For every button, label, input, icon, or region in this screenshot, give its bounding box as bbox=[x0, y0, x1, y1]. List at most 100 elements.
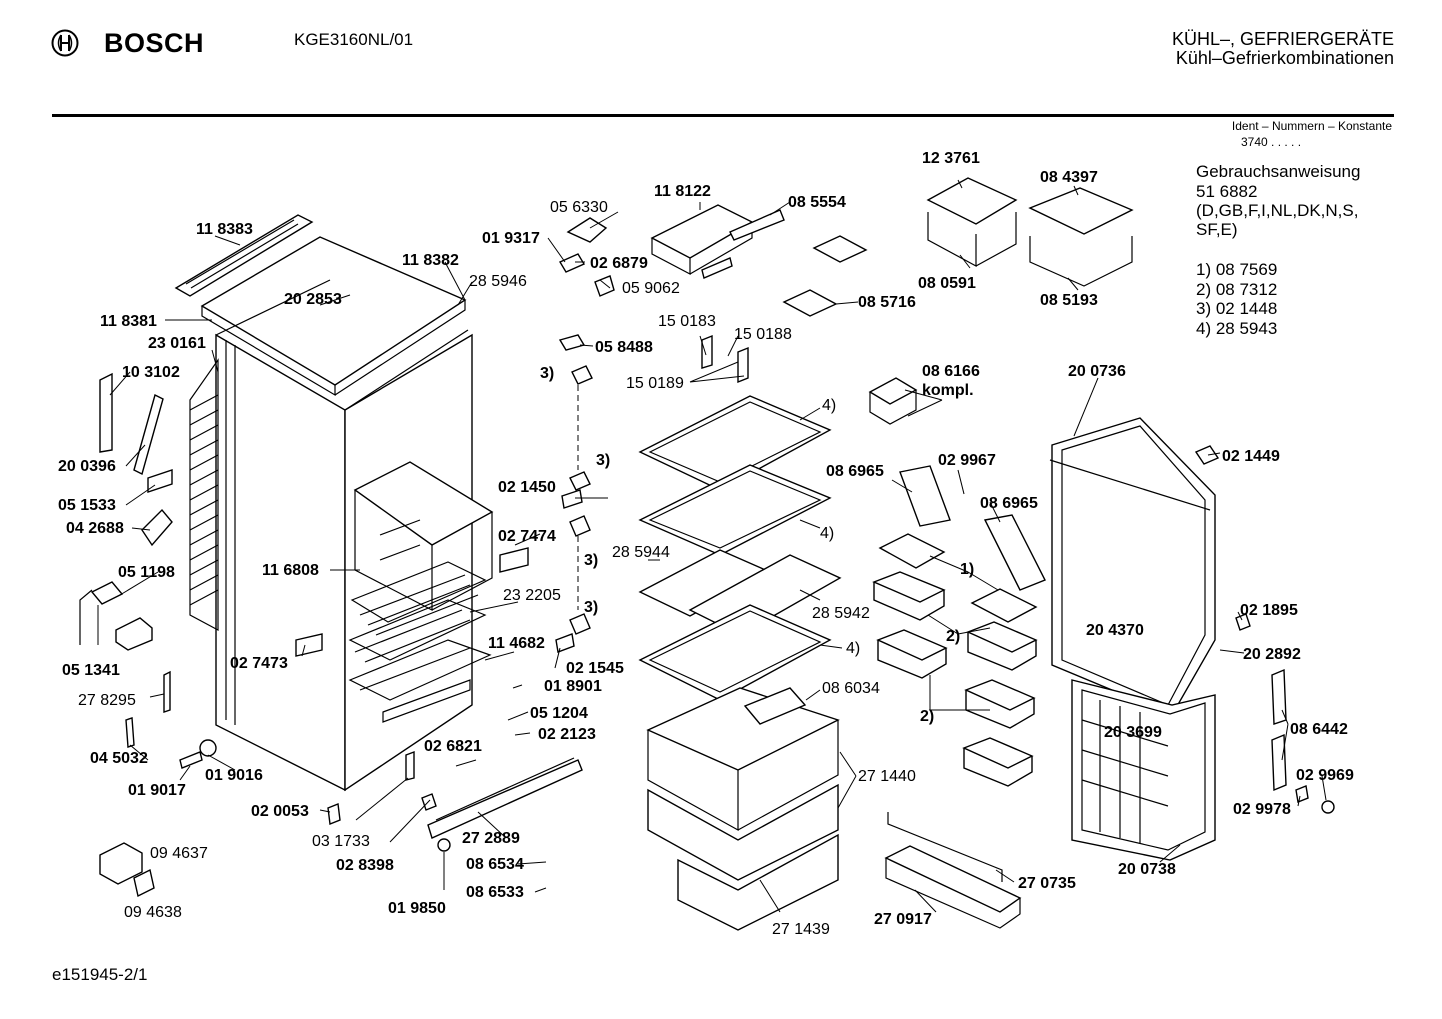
part-label: 11 8382 bbox=[402, 252, 459, 269]
connector-094637 bbox=[99, 842, 143, 885]
category-subtitle: Kühl–Gefrierkombinationen bbox=[1175, 48, 1394, 68]
drawing-reference: e151945-2/1 bbox=[52, 965, 148, 984]
top-parts-group bbox=[558, 204, 868, 317]
bracket-200396 bbox=[133, 393, 164, 476]
part-label: 09 4637 bbox=[150, 845, 208, 862]
manual-title: Gebrauchsanweisung bbox=[1196, 162, 1361, 181]
part-label: 05 6330 bbox=[550, 199, 608, 216]
part-label: 05 9062 bbox=[622, 280, 680, 297]
part-label: 02 2123 bbox=[538, 726, 596, 743]
note-4: 4) 28 5943 bbox=[1196, 319, 1278, 338]
drawer-middle bbox=[647, 783, 839, 881]
door-group bbox=[868, 177, 1335, 929]
top-rail bbox=[174, 214, 314, 297]
condenser-coil bbox=[189, 358, 219, 632]
part-label: 28 5944 bbox=[612, 544, 670, 561]
part-label: 27 0917 bbox=[874, 911, 932, 928]
part-label: 12 3761 bbox=[922, 150, 980, 167]
part-label: 10 3102 bbox=[122, 364, 180, 381]
part-label: 08 6533 bbox=[466, 884, 524, 901]
leader-lines bbox=[97, 179, 1327, 913]
note-2: 2) 08 7312 bbox=[1196, 280, 1278, 299]
part-label: 23 2205 bbox=[503, 587, 561, 604]
glass-shelf-4 bbox=[638, 604, 832, 701]
shelves-group bbox=[555, 334, 842, 931]
part-label: 1) bbox=[960, 561, 974, 578]
part-label: 02 8398 bbox=[336, 857, 394, 874]
relay-051198 bbox=[90, 581, 124, 605]
part-label: 3) bbox=[584, 599, 598, 616]
part-label: 2) bbox=[946, 628, 960, 645]
grille-272889 bbox=[427, 759, 583, 839]
part-label: 02 1449 bbox=[1222, 448, 1280, 465]
part-label: 02 6821 bbox=[424, 738, 482, 755]
part-label: 09 4638 bbox=[124, 904, 182, 921]
part-label: 08 6534 bbox=[466, 856, 524, 873]
part-label: 15 0189 bbox=[626, 375, 684, 392]
freezer-tray bbox=[1028, 187, 1134, 235]
bottle-shelf bbox=[884, 845, 1022, 913]
part-label: 20 0736 bbox=[1068, 363, 1126, 380]
part-label: 02 9967 bbox=[938, 452, 996, 469]
ice-tray-b bbox=[782, 289, 838, 317]
part-label: 4) bbox=[820, 525, 834, 542]
part-label: 02 1895 bbox=[1240, 602, 1298, 619]
note-1: 1) 08 7569 bbox=[1196, 260, 1278, 279]
part-label: 01 8901 bbox=[544, 678, 602, 695]
part-label: 20 2853 bbox=[284, 291, 342, 308]
part-label: 27 0735 bbox=[1018, 875, 1076, 892]
part-label: 05 1204 bbox=[530, 705, 588, 722]
part-label: 3) bbox=[596, 452, 610, 469]
part-label: 27 1439 bbox=[772, 921, 830, 938]
part-label: 11 4682 bbox=[488, 635, 545, 652]
part-label: 02 6879 bbox=[590, 255, 648, 272]
cabinet-group bbox=[79, 214, 583, 898]
part-label: 08 4397 bbox=[1040, 169, 1098, 186]
drawer-upper bbox=[646, 687, 840, 771]
part-label: 4) bbox=[846, 640, 860, 657]
part-label: 08 5554 bbox=[788, 194, 846, 211]
manual-languages-cont: SF,E) bbox=[1196, 220, 1238, 239]
brand-name: BOSCH bbox=[104, 28, 205, 58]
part-label: 01 9317 bbox=[482, 230, 540, 247]
part-label: 08 6034 bbox=[822, 680, 880, 697]
part-label: kompl. bbox=[922, 382, 974, 399]
part-label: 04 2688 bbox=[66, 520, 124, 537]
part-label: 08 5193 bbox=[1040, 292, 1098, 309]
part-label: 02 9978 bbox=[1233, 801, 1291, 818]
part-label: 3) bbox=[584, 552, 598, 569]
part-label: 20 0396 bbox=[58, 458, 116, 475]
ident-value: 3740 . . . . . bbox=[1241, 135, 1302, 149]
part-label: 4) bbox=[822, 397, 836, 414]
ice-cube-tray bbox=[926, 177, 1018, 225]
part-label: 3) bbox=[540, 365, 554, 382]
part-label: 03 1733 bbox=[312, 833, 370, 850]
part-label: 2) bbox=[920, 708, 934, 725]
part-label: 23 0161 bbox=[148, 335, 206, 352]
wire-shelf bbox=[350, 561, 487, 623]
part-label: 05 8488 bbox=[595, 339, 653, 356]
model-number: KGE3160NL/01 bbox=[294, 30, 414, 49]
part-label: 05 1198 bbox=[118, 564, 175, 581]
part-label: 05 1533 bbox=[58, 497, 116, 514]
part-label: 02 7474 bbox=[498, 528, 556, 545]
part-label: 08 6442 bbox=[1290, 721, 1348, 738]
glass-shelf-1 bbox=[638, 395, 832, 491]
part-labels: 11 8383 20 2853 11 8382 28 5946 11 8381 … bbox=[58, 150, 1354, 938]
part-label: 01 9017 bbox=[128, 782, 186, 799]
part-label: 27 2889 bbox=[462, 830, 520, 847]
part-label: 02 0053 bbox=[251, 803, 309, 820]
part-label: 11 8122 bbox=[654, 183, 711, 200]
part-label: 08 6965 bbox=[826, 463, 884, 480]
fridge-door bbox=[1051, 417, 1216, 716]
manual-number: 51 6882 bbox=[1196, 182, 1258, 201]
tube-103102 bbox=[99, 372, 113, 453]
part-label: 02 9969 bbox=[1296, 767, 1354, 784]
part-label: 20 0738 bbox=[1118, 861, 1176, 878]
part-label: 15 0188 bbox=[734, 326, 792, 343]
part-label: 08 0591 bbox=[918, 275, 976, 292]
part-label: 20 4370 bbox=[1086, 622, 1144, 639]
part-label: 11 8383 bbox=[196, 221, 253, 238]
part-label: 02 1450 bbox=[498, 479, 556, 496]
